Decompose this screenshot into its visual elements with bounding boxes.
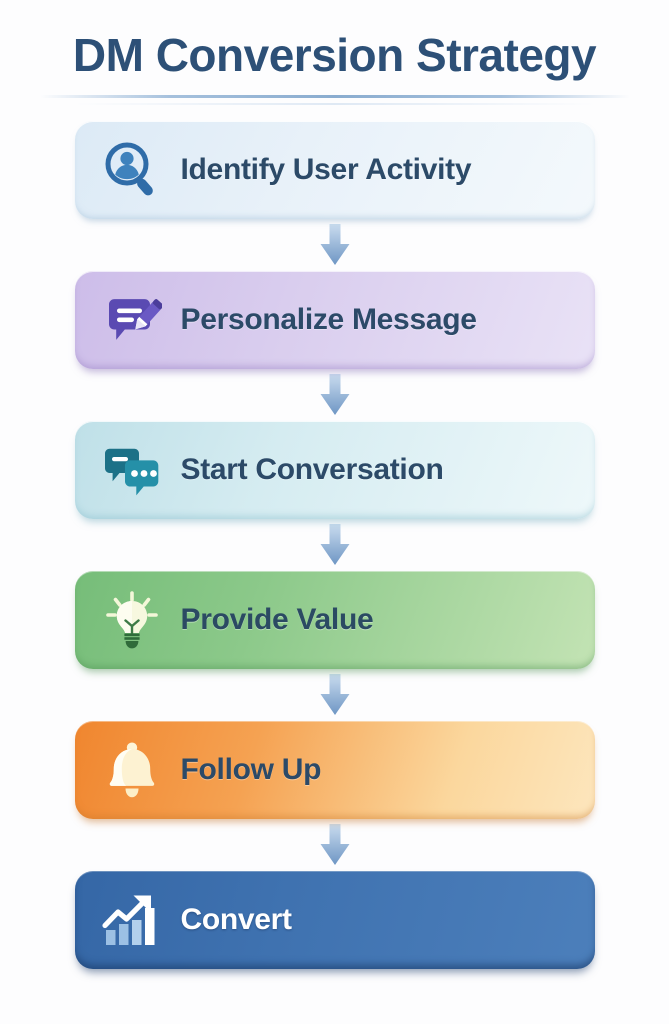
step-label: Provide Value <box>180 602 374 636</box>
step-label: Follow Up <box>180 752 322 786</box>
lightbulb-icon <box>101 589 163 651</box>
title-divider <box>39 94 630 98</box>
step-label: Start Conversation <box>180 452 444 486</box>
step-card-personalize-message[interactable]: Personalize Message <box>74 270 595 369</box>
user-search-icon <box>101 139 163 201</box>
flow-chart: Identify User Activity <box>74 120 595 969</box>
step-label: Convert <box>180 902 293 936</box>
chat-bubbles-icon <box>101 439 163 501</box>
arrow-down-icon <box>318 819 352 871</box>
arrow-down-icon <box>318 369 352 421</box>
step-label: Identify User Activity <box>180 152 472 186</box>
step-card-identify-user-activity[interactable]: Identify User Activity <box>74 120 595 219</box>
arrow-down-icon <box>318 519 352 571</box>
step-card-convert[interactable]: Convert <box>74 870 595 969</box>
growth-chart-icon <box>101 889 163 951</box>
arrow-down-icon <box>318 669 352 721</box>
page-title: DM Conversion Strategy <box>72 29 597 81</box>
title-divider-secondary <box>74 102 595 105</box>
arrow-down-icon <box>318 219 352 271</box>
bell-icon <box>101 739 163 801</box>
step-card-follow-up[interactable]: Follow Up <box>74 720 595 819</box>
title-block: DM Conversion Strategy <box>0 0 669 105</box>
step-card-provide-value[interactable]: Provide Value <box>74 570 595 669</box>
message-pencil-icon <box>101 289 163 351</box>
step-card-start-conversation[interactable]: Start Conversation <box>74 420 595 519</box>
step-label: Personalize Message <box>180 302 477 336</box>
